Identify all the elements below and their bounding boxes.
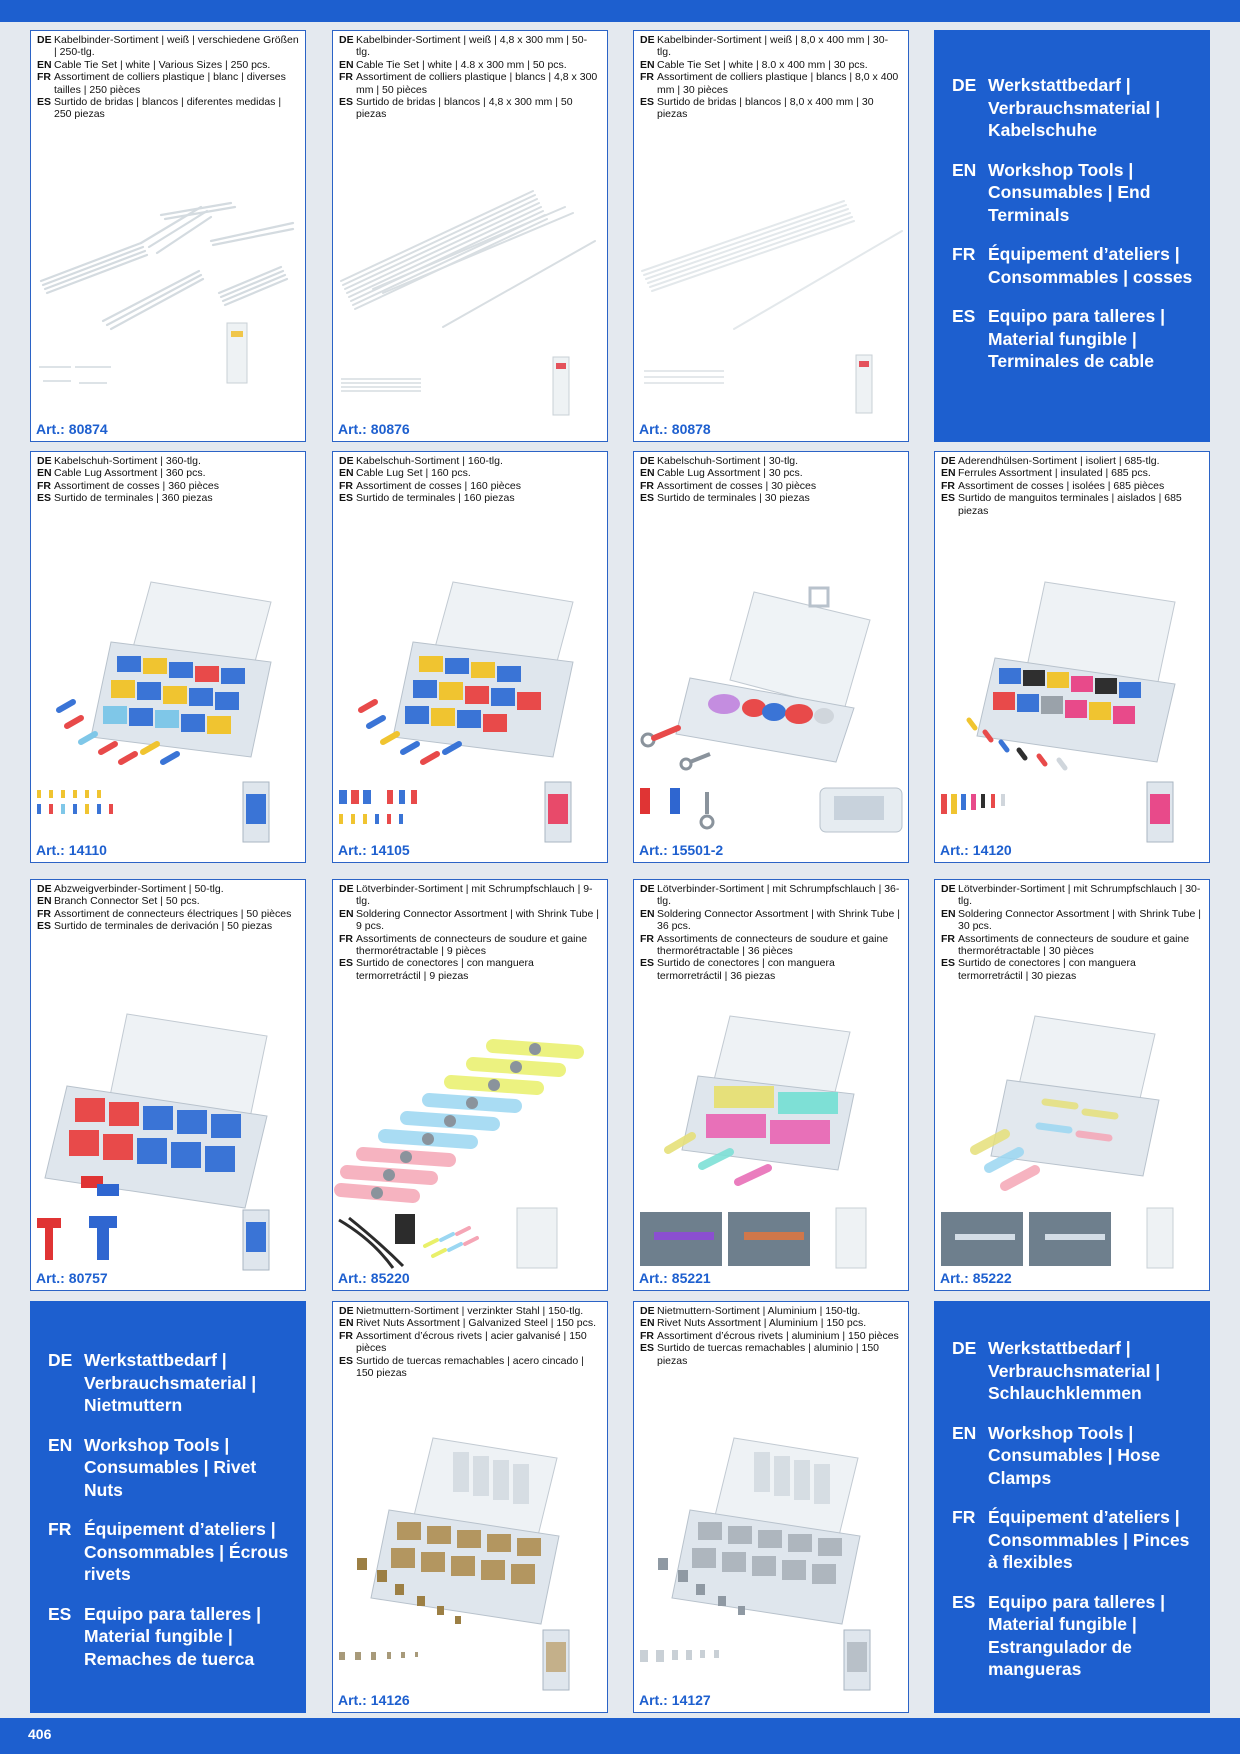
product-image-rivet-nuts-aluminium — [640, 1437, 871, 1691]
product-image-cable-lug-box-360 — [37, 581, 272, 843]
product-image-solder-connectors-9 — [334, 1039, 584, 1269]
article-number: Art.:80878 — [639, 421, 711, 437]
product-image-cable-lug-box-30 — [640, 586, 903, 833]
article-number: Art.:14126 — [338, 1692, 410, 1708]
product-image-solder-connectors-30 — [941, 1015, 1174, 1269]
article-number: Art.:14127 — [639, 1692, 711, 1708]
article-number: Art.:15501-2 — [639, 842, 724, 858]
bottom-bar: 406 — [0, 1718, 1240, 1754]
article-number: Art.:80876 — [338, 421, 410, 437]
article-number: Art.:14105 — [338, 842, 410, 858]
product-image-cable-ties-assorted — [39, 201, 295, 384]
product-image-cable-lug-box-160 — [339, 581, 574, 843]
article-number: Art.:80874 — [36, 421, 108, 437]
article-number: Art.:85220 — [338, 1270, 410, 1286]
top-bar — [0, 0, 1240, 22]
article-number: Art.:14110 — [36, 842, 107, 858]
article-number: Art.:80757 — [36, 1270, 108, 1286]
product-image-cable-ties-300mm — [340, 190, 596, 416]
product-image-cable-ties-400mm — [641, 200, 903, 414]
page-number: 406 — [28, 1726, 52, 1742]
product-image-solder-connectors-36 — [640, 1015, 867, 1269]
product-image-branch-connector-box — [37, 1013, 270, 1271]
product-image-ferrules-box-685 — [941, 581, 1176, 843]
product-image-rivet-nuts-steel — [339, 1437, 570, 1691]
article-number: Art.:14120 — [940, 842, 1012, 858]
article-number: Art.:85221 — [639, 1270, 711, 1286]
article-number: Art.:85222 — [940, 1270, 1012, 1286]
